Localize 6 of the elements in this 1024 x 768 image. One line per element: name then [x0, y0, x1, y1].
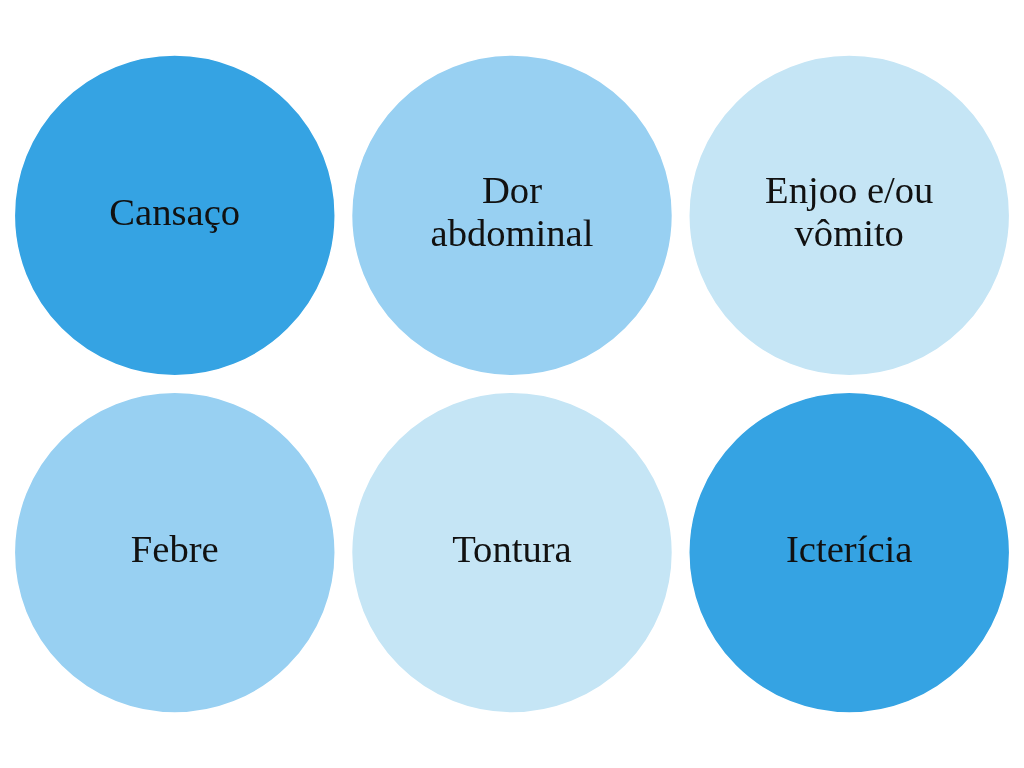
node-circle: Tontura	[350, 391, 674, 714]
node-circle: Cansaço	[13, 54, 336, 377]
node-circle: Enjoo e/ou vômito	[688, 54, 1011, 377]
node-circle: Febre	[13, 391, 336, 714]
node-circle: Dor abdominal	[350, 54, 674, 377]
node-circle: Icterícia	[688, 391, 1011, 714]
